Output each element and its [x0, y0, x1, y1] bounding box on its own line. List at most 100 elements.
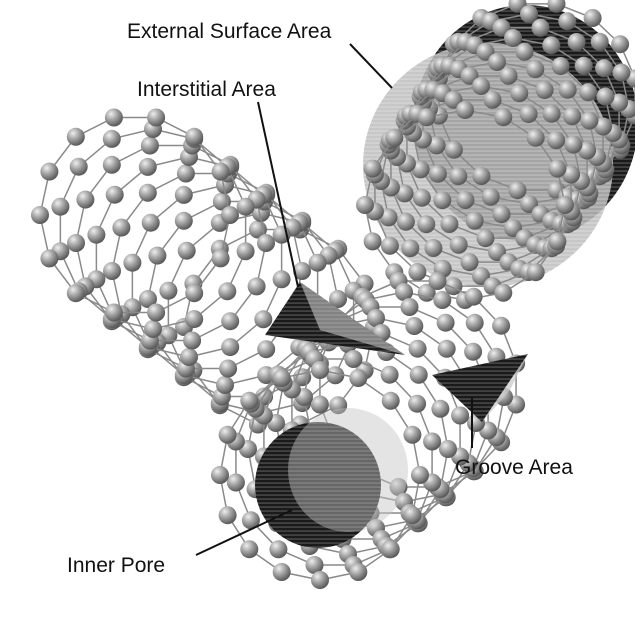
- atom: [504, 29, 522, 47]
- atom: [257, 234, 275, 252]
- atom: [465, 288, 483, 306]
- atom: [103, 262, 121, 280]
- atom: [237, 198, 255, 216]
- atom: [87, 226, 105, 244]
- inner-pore-translucent: [288, 408, 408, 532]
- atom: [526, 60, 544, 78]
- atom: [429, 272, 447, 290]
- atom: [51, 198, 69, 216]
- atom: [559, 81, 577, 99]
- atom: [381, 237, 399, 255]
- nanotube-left: [31, 109, 383, 434]
- atom: [488, 53, 506, 71]
- atom: [482, 188, 500, 206]
- atom: [461, 253, 479, 271]
- atom: [437, 314, 455, 332]
- atom: [67, 284, 85, 302]
- atom: [417, 215, 435, 233]
- atom: [257, 340, 275, 358]
- atom: [418, 108, 436, 126]
- atom: [221, 206, 239, 224]
- atom: [433, 291, 451, 309]
- atom: [180, 348, 198, 366]
- atom: [456, 191, 474, 209]
- atom: [185, 310, 203, 328]
- atom: [548, 232, 566, 250]
- atom: [248, 277, 266, 295]
- atom: [466, 314, 484, 332]
- atom: [568, 33, 586, 51]
- atom: [410, 366, 428, 384]
- atom: [123, 254, 141, 272]
- atom: [67, 234, 85, 252]
- atom: [612, 64, 630, 82]
- atom: [148, 247, 166, 265]
- atom: [70, 158, 88, 176]
- atom: [494, 108, 512, 126]
- atom: [543, 105, 561, 123]
- atom: [492, 317, 510, 335]
- atom: [364, 160, 382, 178]
- atom: [218, 282, 236, 300]
- atom: [309, 254, 327, 272]
- atom: [345, 350, 363, 368]
- atom: [516, 43, 534, 61]
- atom: [76, 191, 94, 209]
- atom: [139, 184, 157, 202]
- atom: [484, 91, 502, 109]
- atom: [67, 128, 85, 146]
- atom: [547, 131, 565, 149]
- atom: [536, 81, 554, 99]
- atom: [563, 107, 581, 125]
- atom: [212, 249, 230, 267]
- atom: [429, 165, 447, 183]
- atom: [385, 129, 403, 147]
- atom: [269, 540, 287, 558]
- atom: [211, 466, 229, 484]
- atom: [178, 242, 196, 260]
- atom: [397, 213, 415, 231]
- atom: [219, 426, 237, 444]
- atom: [423, 433, 441, 451]
- atom: [219, 360, 237, 378]
- atom: [139, 158, 157, 176]
- atom: [105, 109, 123, 127]
- atom: [311, 361, 329, 379]
- atom: [227, 474, 245, 492]
- atom: [356, 196, 374, 214]
- atom: [273, 270, 291, 288]
- atom: [105, 304, 123, 322]
- atom: [31, 206, 49, 224]
- atom: [464, 343, 482, 361]
- atom: [273, 563, 291, 581]
- atom: [456, 101, 474, 119]
- atom: [177, 165, 195, 183]
- atom: [558, 12, 576, 30]
- atom: [405, 317, 423, 335]
- atom: [408, 263, 426, 281]
- atom: [450, 236, 468, 254]
- atom: [500, 67, 518, 85]
- atom: [411, 466, 429, 484]
- atom: [527, 129, 545, 147]
- atom: [509, 181, 527, 199]
- atom: [382, 540, 400, 558]
- atom: [575, 57, 593, 75]
- label-inner-pore: Inner Pore: [67, 554, 165, 577]
- atom: [185, 128, 203, 146]
- atom: [381, 366, 399, 384]
- atom: [611, 35, 629, 53]
- atom: [141, 137, 159, 155]
- atom: [494, 284, 512, 302]
- atom: [311, 571, 329, 589]
- atom: [237, 242, 255, 260]
- atom: [311, 396, 329, 414]
- atom: [103, 156, 121, 174]
- atom: [472, 167, 490, 185]
- atom: [147, 109, 165, 127]
- atom: [103, 130, 121, 148]
- atom: [212, 163, 230, 181]
- leader-external-surface: [350, 44, 392, 88]
- atom: [449, 167, 467, 185]
